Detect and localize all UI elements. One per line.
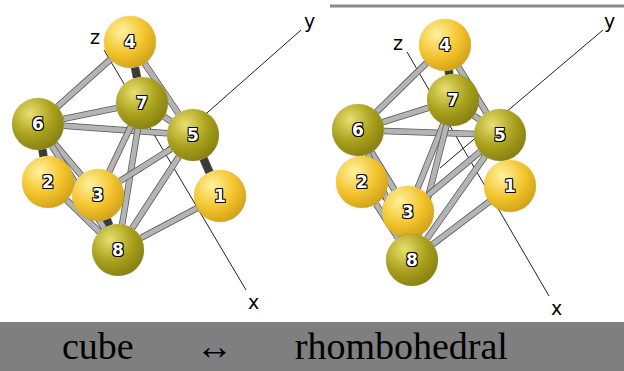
- axis-label: z: [393, 34, 403, 53]
- bond-fill: [433, 202, 490, 245]
- axis-label: y: [304, 12, 315, 31]
- caption-text: cube ↔ rhombohedral: [62, 322, 508, 371]
- bond-line: [135, 68, 137, 78]
- bond-outline: [204, 159, 210, 172]
- atom-sphere: 4: [419, 19, 471, 71]
- atom-sphere: 1: [484, 160, 536, 212]
- atom-number: 2: [356, 174, 368, 191]
- bond-outline: [132, 157, 179, 228]
- bond-fill: [377, 63, 427, 112]
- bond-fill: [141, 208, 197, 238]
- atom-number: 4: [124, 34, 136, 51]
- atom-number: 1: [504, 178, 516, 195]
- bond-outline: [141, 208, 197, 238]
- bond-line: [141, 208, 197, 238]
- bond-outline: [383, 108, 428, 122]
- atom-number: 7: [136, 95, 148, 112]
- atom-number: 2: [42, 174, 54, 191]
- bond-line: [57, 59, 110, 106]
- bond-fill: [63, 108, 116, 119]
- bond-line: [132, 157, 179, 228]
- bond-line: [204, 159, 210, 172]
- atom-sphere: 5: [474, 109, 526, 161]
- bond-fill: [204, 159, 210, 172]
- bond-fill: [135, 68, 137, 78]
- bond-fill: [109, 126, 131, 171]
- atom-number: 6: [352, 122, 364, 139]
- atom-sphere: 2: [336, 156, 388, 208]
- atom-number: 5: [187, 127, 199, 144]
- bond-line: [384, 131, 474, 134]
- atom-sphere: 1: [194, 170, 246, 222]
- bond-line: [433, 202, 490, 245]
- axis-label: x: [551, 299, 562, 318]
- atom-sphere: 3: [72, 169, 124, 221]
- bond-line: [383, 108, 428, 122]
- atom-number: 1: [214, 188, 226, 205]
- atom-sphere: 8: [92, 224, 144, 276]
- atom-number: 7: [447, 92, 459, 109]
- atom-sphere: 7: [116, 77, 168, 129]
- atom-number: 6: [32, 116, 44, 133]
- bond-line: [63, 108, 116, 119]
- atom-number: 3: [402, 204, 414, 221]
- atom-number: 4: [439, 37, 451, 54]
- bond-outline: [63, 108, 116, 119]
- frame-line: [330, 5, 624, 8]
- atom-sphere: 3: [382, 186, 434, 238]
- bond-line: [109, 126, 131, 171]
- bond-outline: [433, 202, 490, 245]
- bond-fill: [384, 131, 474, 134]
- bond-fill: [132, 157, 179, 228]
- atom-sphere: 5: [167, 109, 219, 161]
- bond-fill: [57, 59, 110, 106]
- axis-label: y: [604, 12, 615, 31]
- bond-outline: [57, 59, 110, 106]
- atom-sphere: 8: [386, 234, 438, 286]
- atom-number: 5: [494, 127, 506, 144]
- atom-number: 8: [406, 252, 418, 269]
- bond-outline: [135, 68, 137, 78]
- atom-sphere: 6: [332, 104, 384, 156]
- atom-sphere: 6: [12, 98, 64, 150]
- bond-outline: [109, 126, 131, 171]
- bond-outline: [384, 131, 474, 134]
- atom-sphere: 4: [104, 16, 156, 68]
- atom-sphere: 7: [427, 74, 479, 126]
- atom-number: 3: [92, 187, 104, 204]
- axis-label: z: [90, 28, 100, 47]
- bond-fill: [383, 108, 428, 122]
- bond-outline: [377, 63, 427, 112]
- atom-number: 8: [112, 242, 124, 259]
- bond-line: [377, 63, 427, 112]
- atom-sphere: 2: [22, 156, 74, 208]
- axis-label: x: [248, 293, 259, 312]
